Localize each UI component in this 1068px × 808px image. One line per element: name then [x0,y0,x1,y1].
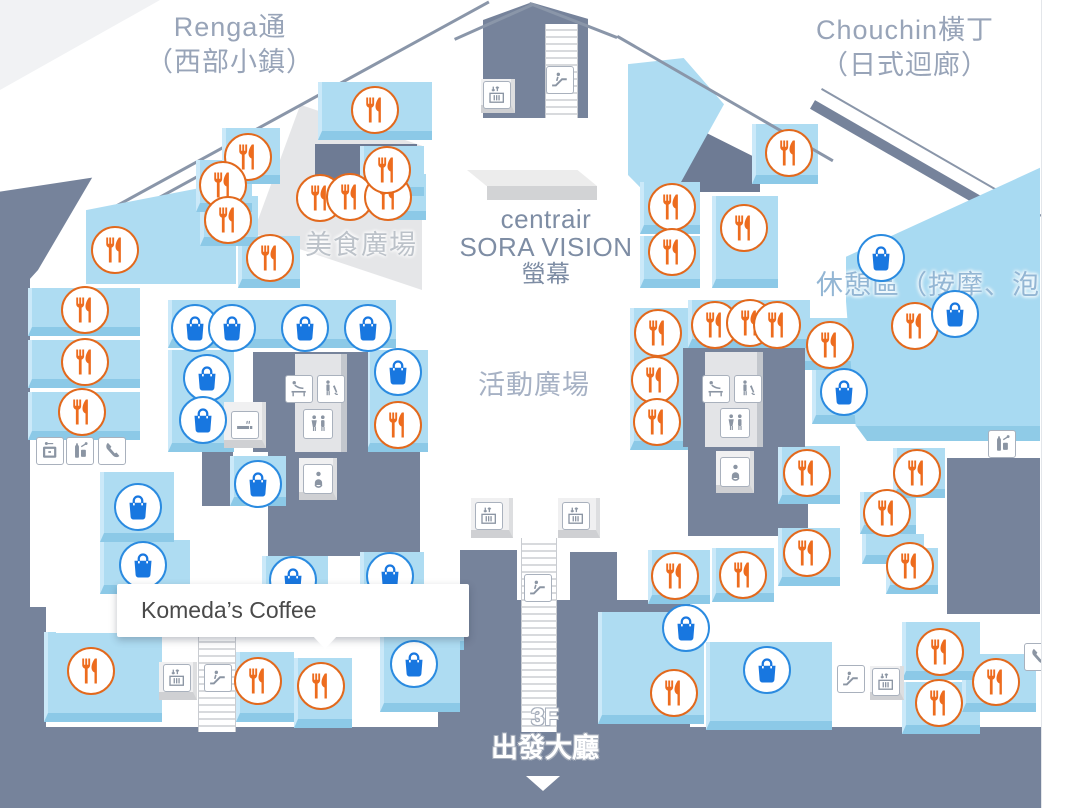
accessible-toilet-icon [317,375,345,403]
wall [0,270,30,620]
restroom-icon [720,408,750,438]
shop-marker[interactable] [820,368,868,416]
restaurant-marker[interactable] [246,234,294,282]
escalator-icon [546,66,574,94]
locker-icon [36,437,64,465]
stairs [521,538,557,732]
shop-marker[interactable] [179,396,227,444]
area-label-rest-area: 休憩區（按摩、泡 [816,270,1040,300]
shop-tooltip-label: Komeda’s Coffee [141,597,317,623]
shop-marker[interactable] [390,640,438,688]
shop-marker[interactable] [662,604,710,652]
shop-marker[interactable] [931,290,979,338]
wall [570,552,617,602]
escalator-icon [204,664,232,692]
wall [202,442,233,506]
sora-vision-panel [467,170,597,186]
shop-marker[interactable] [374,348,422,396]
down-arrow-icon [526,776,560,791]
restaurant-marker[interactable] [297,662,345,710]
restaurant-marker[interactable] [863,489,911,537]
restaurant-marker[interactable] [719,551,767,599]
shop-marker[interactable] [119,541,167,589]
area-label-sora-vision: centrair SORA VISION 螢幕 [459,204,633,288]
shop-marker[interactable] [208,304,256,352]
restaurant-marker[interactable] [67,647,115,695]
shop-marker[interactable] [114,483,162,531]
shop-marker[interactable] [857,234,905,282]
restaurant-marker[interactable] [204,196,252,244]
wall [268,452,420,556]
elevator-icon [163,664,191,692]
phone-icon [98,437,126,465]
floor-label: 3F 出發大廳 [491,704,599,763]
area-label-renga: Renga通 （西部小鎮） [146,12,314,77]
restaurant-marker[interactable] [633,398,681,446]
restaurant-marker[interactable] [648,228,696,276]
restaurant-marker[interactable] [374,401,422,449]
area-label-chouchin: Chouchin橫丁 （日式迴廊） [815,15,995,80]
sora-vision-panel-side [487,186,597,200]
restaurant-marker[interactable] [720,204,768,252]
restaurant-marker[interactable] [650,669,698,717]
shop-tooltip-pointer [312,635,338,649]
restaurant-marker[interactable] [363,146,411,194]
shop-marker[interactable] [344,304,392,352]
restaurant-marker[interactable] [916,628,964,676]
elevator-icon [483,81,511,109]
smoking-icon [231,411,259,439]
baby-room-icon [720,457,750,487]
elevator-icon [475,502,503,530]
restaurant-marker[interactable] [61,286,109,334]
accessible-toilet-icon [734,375,762,403]
shop-marker[interactable] [743,646,791,694]
escalator-icon [524,574,552,602]
elevator-icon [562,502,590,530]
restaurant-marker[interactable] [648,183,696,231]
baby-change-icon [702,375,730,403]
restaurant-marker[interactable] [806,321,854,369]
corridor [56,605,120,633]
restaurant-marker[interactable] [91,226,139,274]
restroom-icon [303,409,333,439]
restaurant-marker[interactable] [783,449,831,497]
restaurant-marker[interactable] [972,658,1020,706]
restaurant-marker[interactable] [765,129,813,177]
wall [947,458,1040,614]
area-label-event-plaza: 活動廣場 [478,370,590,400]
map-edge [1041,0,1068,808]
restaurant-marker[interactable] [234,657,282,705]
restaurant-marker[interactable] [886,542,934,590]
restaurant-marker[interactable] [915,679,963,727]
restaurant-marker[interactable] [61,338,109,386]
escalator-icon [837,665,865,693]
shop-marker[interactable] [234,460,282,508]
vending-icon [988,430,1016,458]
elevator-icon [872,668,900,696]
wall [0,727,1041,808]
baby-change-icon [285,375,313,403]
restaurant-marker[interactable] [753,301,801,349]
restaurant-marker[interactable] [58,388,106,436]
shop-marker[interactable] [281,304,329,352]
baby-room-icon [303,464,333,494]
shop-marker[interactable] [183,354,231,402]
restaurant-marker[interactable] [634,309,682,357]
shop-tooltip: Komeda’s Coffee [117,584,469,637]
restaurant-marker[interactable] [893,449,941,497]
restaurant-marker[interactable] [651,552,699,600]
wall [460,550,517,602]
vending-icon [66,437,94,465]
restaurant-marker[interactable] [783,529,831,577]
restaurant-marker[interactable] [351,86,399,134]
restaurant-marker[interactable] [631,356,679,404]
area-label-food-court: 美食廣場 [305,230,417,260]
